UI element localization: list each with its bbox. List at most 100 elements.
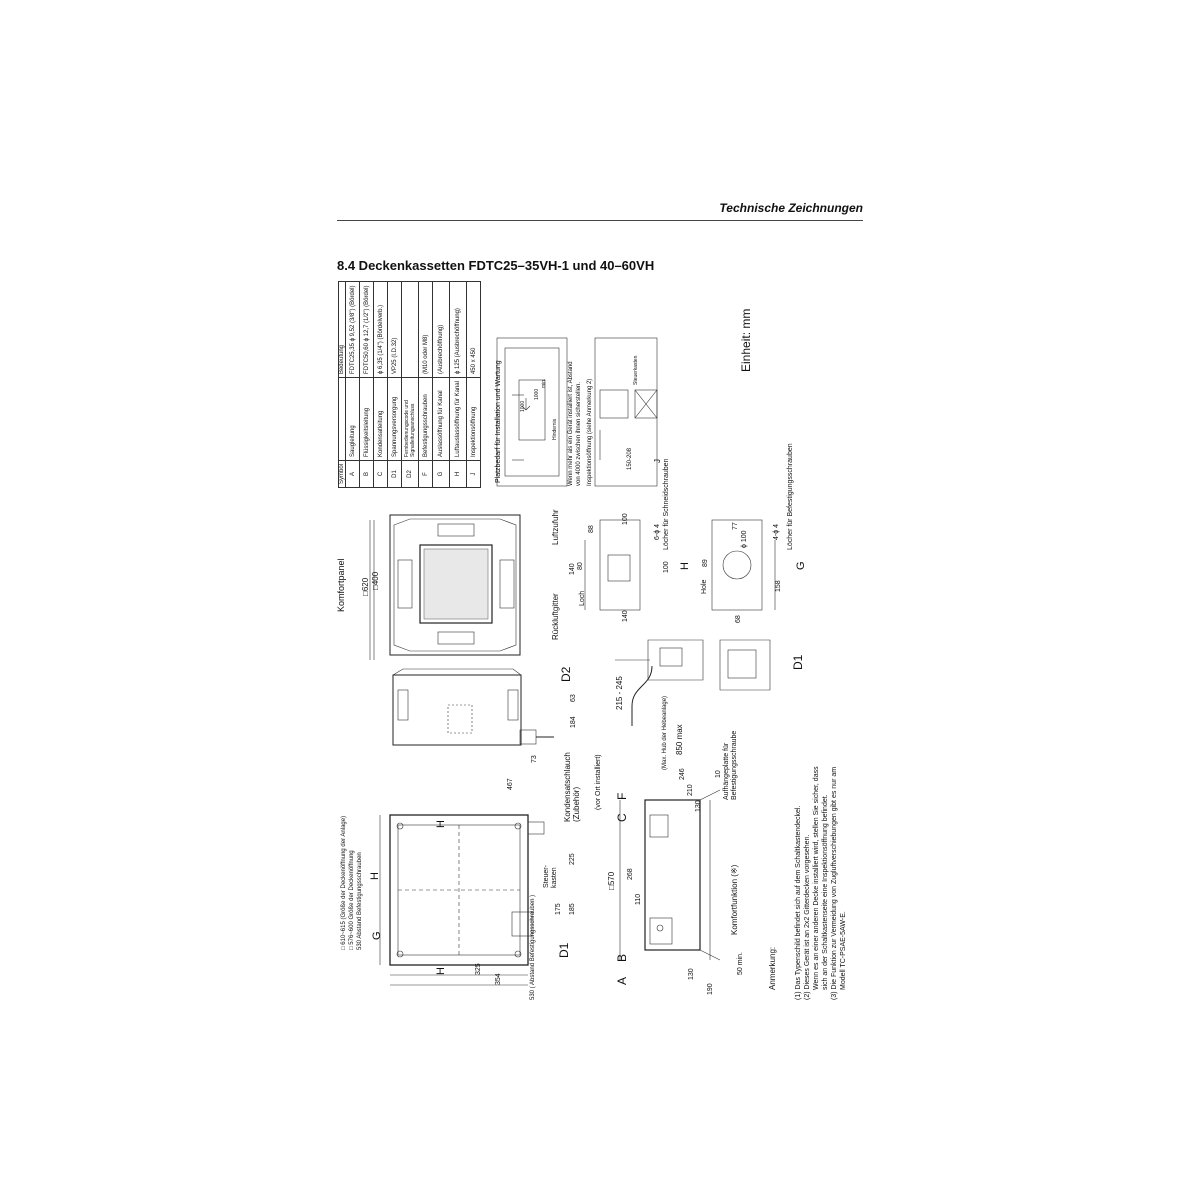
label-g-plan: G <box>371 931 383 940</box>
label-d1-plan: D1 <box>557 942 571 958</box>
dim-label: 10 <box>715 770 722 778</box>
dim-label: 100 <box>622 513 629 525</box>
note-item: (1) Das Typenschild befindet sich auf de… <box>795 806 802 1000</box>
space-note: von 4000 zwischen ihnen sicherstellen. <box>576 382 582 486</box>
label-d1-detail: D1 <box>791 654 805 670</box>
dim-label: 850 max <box>675 724 684 755</box>
dim-label: 530 ( Abstand Befestigungsschrauben ) <box>530 895 536 1000</box>
label-c: C <box>615 813 629 822</box>
control-box-label: Steuer- <box>543 864 550 888</box>
dim-label: 185 <box>569 903 576 915</box>
dim-label: 88 <box>588 525 595 533</box>
note-item: Wenn es an einer anderen Decke installie… <box>813 766 820 990</box>
drain-detail <box>615 639 704 726</box>
supply-air-label: Luftzufuhr <box>551 509 560 545</box>
dim-label: 325 <box>475 963 482 975</box>
drain-hose-label: (Zubehör) <box>572 787 581 822</box>
dim-label: 1000 <box>534 389 540 400</box>
dim-label: ϕ 100 <box>741 530 748 548</box>
holes-label: 4-ϕ 4 <box>773 524 780 540</box>
dim-label: 89 <box>702 559 709 567</box>
dim-label: 190 <box>707 983 714 995</box>
label-j: J <box>653 459 662 463</box>
plate-label: Befestigungsschraube <box>731 731 738 800</box>
label-d2: D2 <box>559 666 573 682</box>
dim-label: 225 <box>569 853 576 865</box>
dim-label: 63 <box>570 694 577 702</box>
drain-hose-label: Kondensatschlauch <box>563 752 572 822</box>
control-box-label: Steuerkasten <box>633 355 639 385</box>
dim-label: 100 <box>663 561 670 573</box>
holes-label: Löcher für Schneidschrauben <box>663 458 670 550</box>
dim-label: 246 <box>679 768 686 780</box>
dim-label: 184 <box>570 716 577 728</box>
dim-label: 130 <box>695 800 702 812</box>
space-note: Wenn mehr als ein Gerät installiert ist,… <box>568 361 574 486</box>
onsite-label: (vor Ort installiert) <box>595 754 602 810</box>
ceiling-note: 530 Abstand Befestigungsschrauben <box>357 852 363 950</box>
dim-label: min. <box>541 379 547 388</box>
hole-label: Loch <box>579 591 586 606</box>
note-item: (3) Die Funktion zur Vermeidung von Zugl… <box>831 767 838 1000</box>
header-rule <box>337 220 863 221</box>
dim-label: 68 <box>735 615 742 623</box>
plan-view <box>379 814 545 986</box>
side-elevation <box>392 668 554 746</box>
dim-label: 140 <box>569 563 576 575</box>
d1-detail <box>719 639 771 691</box>
dim-label: 268 <box>627 868 634 880</box>
holes-detail-g <box>711 519 776 611</box>
dim-label: 50 min. <box>737 952 744 975</box>
label-h-detail: H <box>679 562 691 570</box>
holes-label: 6-ϕ 4 <box>654 524 661 540</box>
dim-label: □620 <box>361 577 370 596</box>
notes-title: Anmerkung: <box>768 947 777 990</box>
panel-label: Komfortpanel <box>336 558 346 612</box>
label-h-bot: H <box>435 967 447 975</box>
hole-label: Hole <box>701 579 708 594</box>
section-header: Technische Zeichnungen <box>719 201 863 215</box>
control-box-label: kasten <box>551 867 558 888</box>
holes-label: Löcher für Befestigungsschrauben <box>787 443 794 550</box>
dim-label: 80 <box>577 562 584 570</box>
plate-label: Aufhängeplatte für <box>723 742 730 800</box>
label-g-detail: G <box>795 561 807 570</box>
dim-label: 354 <box>495 973 502 985</box>
comfort-panel-view <box>369 514 521 660</box>
dim-label: 175 <box>555 903 562 915</box>
rotated-labels: Platzbedarf für Installation und Wartung… <box>336 355 847 1000</box>
lift-label: (Max. Hub der Hebeanlage) <box>662 696 668 770</box>
note-item: sich an der Schaltkastenseite eine Inspe… <box>822 794 829 990</box>
space-diagram <box>496 337 658 487</box>
dim-label: □570 <box>607 871 616 890</box>
dim-label: 77 <box>732 522 739 530</box>
dim-label: 1000 <box>520 401 526 412</box>
dim-label: □400 <box>371 571 380 590</box>
ceiling-note: □ 576~600 Größe der Deckenöffnung <box>349 850 355 950</box>
label-h-mid: H <box>369 872 381 880</box>
obstacle-label: Hindernis <box>552 418 558 440</box>
dim-label: 158 <box>775 580 782 592</box>
label-b: B <box>615 954 629 962</box>
comfort-function-label: Komfortfunktion (※) <box>730 864 739 935</box>
label-h-top: H <box>435 820 447 828</box>
dim-label: 150-208 <box>627 447 633 470</box>
dim-label: 467 <box>507 778 514 790</box>
dim-label: 130 <box>688 968 695 980</box>
label-f: F <box>615 793 629 800</box>
holes-detail-h <box>584 519 641 611</box>
return-grille-label: Rückluftgitter <box>551 593 560 640</box>
dim-label: 210 <box>687 784 694 796</box>
label-a: A <box>615 977 629 985</box>
dim-label: 215 - 245 <box>615 676 624 710</box>
dim-label: 140 <box>622 610 629 622</box>
bottom-elevation <box>619 789 721 961</box>
dim-label: 73 <box>531 755 538 763</box>
space-note: Inspektionsöffnung (siehe Anmerkung 2) <box>587 379 593 486</box>
page-heading: 8.4 Deckenkassetten FDTC25–35VH-1 und 40… <box>337 258 655 273</box>
ceiling-note: □ 610~615 (Größe der Deckenöffnung der A… <box>341 816 347 950</box>
note-item: Modell TC-PSAE-5AW-E. <box>840 911 847 990</box>
space-title: Platzbedarf für Installation und Wartung <box>495 360 502 483</box>
note-item: (2) Dieses Gerät ist an 2x2 Gitterdecken… <box>804 835 811 1000</box>
